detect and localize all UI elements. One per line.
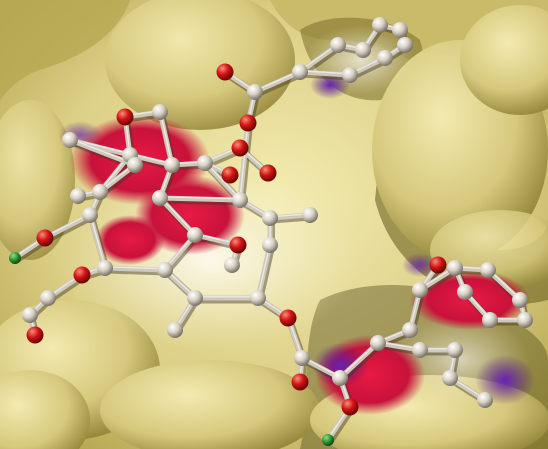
oxygen-atom [291, 373, 309, 391]
carbon-atom [224, 257, 240, 273]
carbon-atom [250, 290, 266, 306]
hydrogen-atom [322, 434, 334, 446]
bond-highlight [104, 266, 166, 270]
carbon-atom [187, 227, 203, 243]
carbon-atom [392, 22, 408, 38]
carbon-atom [330, 37, 346, 53]
carbon-atom [92, 184, 108, 200]
carbon-atom [292, 64, 308, 80]
carbon-atom [262, 210, 278, 226]
carbon-atom [247, 84, 263, 100]
carbon-atom [167, 322, 183, 338]
carbon-atom [197, 155, 213, 171]
carbon-atom [40, 290, 56, 306]
carbon-atom [62, 132, 78, 148]
carbon-atom [152, 104, 168, 120]
carbon-atom [412, 342, 428, 358]
carbon-atom [397, 37, 413, 53]
oxygen-atom [229, 236, 247, 254]
bond [202, 160, 243, 203]
oxygen-atom [231, 139, 249, 157]
oxygen-atom [73, 266, 91, 284]
carbon-atom [97, 260, 113, 276]
carbon-atom [332, 370, 348, 386]
carbon-atom [355, 42, 371, 58]
bond [157, 195, 243, 203]
oxygen-atom [221, 166, 239, 184]
nitrogen-atom [402, 322, 418, 338]
ball-and-stick-molecule [9, 17, 533, 446]
hydrogen-atom [9, 252, 21, 264]
carbon-atom [262, 237, 278, 253]
bond [337, 340, 381, 381]
bond [252, 69, 303, 95]
carbon-atom [157, 262, 173, 278]
carbon-atom [372, 17, 388, 33]
carbon-atom [477, 392, 493, 408]
bond-highlight [239, 121, 249, 200]
oxygen-atom [279, 309, 297, 327]
carbon-atom [152, 190, 168, 206]
carbon-atom [517, 312, 533, 328]
oxygen-atom [239, 114, 257, 132]
carbon-atom [22, 307, 38, 323]
carbon-atom [294, 350, 310, 366]
carbon-atom [512, 292, 528, 308]
oxygen-atom [116, 108, 134, 126]
bond-highlight [89, 213, 106, 268]
oxygen-atom [259, 164, 277, 182]
carbon-atom [377, 50, 393, 66]
nitrogen-patch [312, 343, 368, 387]
bond-highlight [159, 196, 241, 200]
bond [67, 137, 138, 168]
carbon-atom [370, 335, 386, 351]
carbon-atom [127, 157, 143, 173]
carbon-atom [70, 188, 86, 204]
bond [157, 195, 198, 238]
carbon-atom [342, 67, 358, 83]
oxygen-atom [341, 398, 359, 416]
oxygen-atom [26, 326, 44, 344]
oxygen-atom [36, 229, 54, 247]
oxygen-atom [429, 256, 447, 274]
bond-highlight [299, 70, 351, 75]
carbon-atom [82, 207, 98, 223]
carbon-atom [480, 262, 496, 278]
carbon-atom [457, 284, 473, 300]
bond [297, 69, 353, 78]
carbon-atom [164, 157, 180, 173]
carbon-atom [302, 207, 318, 223]
carbon-atom [447, 260, 463, 276]
carbon-atom [442, 370, 458, 386]
carbon-atom [412, 282, 428, 298]
bond [102, 265, 168, 273]
carbon-atom [187, 290, 203, 306]
oxygen-atom [216, 63, 234, 81]
carbon-atom [482, 312, 498, 328]
carbon-atom [447, 342, 463, 358]
carbon-atom [232, 192, 248, 208]
